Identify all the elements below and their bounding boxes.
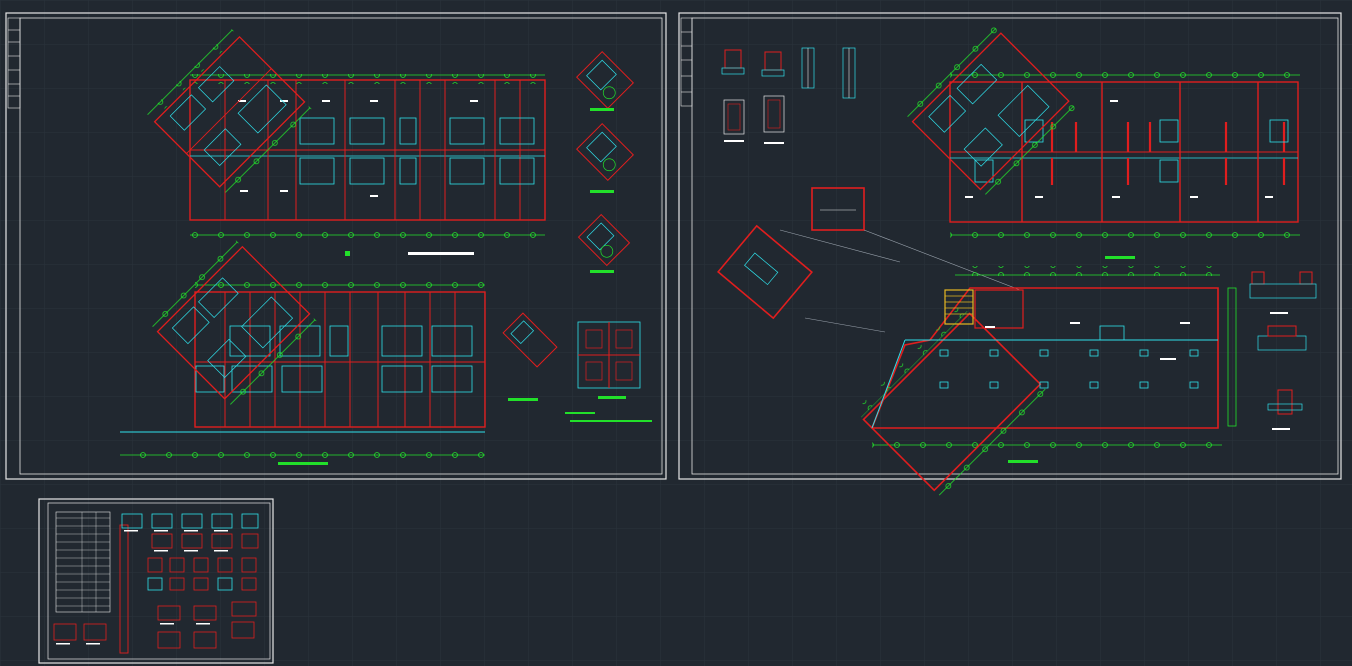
floor-plan-upper[interactable] — [146, 29, 546, 256]
plan-title-underline — [278, 462, 328, 465]
room-partitions — [224, 80, 521, 220]
ground-floor-wing — [855, 304, 1050, 500]
title-strip — [7, 17, 21, 109]
room-labels — [238, 100, 478, 197]
sheet-3[interactable] — [38, 498, 274, 664]
angled-wing-lower — [149, 238, 319, 408]
columns-grid — [939, 325, 1199, 389]
dimension-line-bottom — [120, 448, 485, 458]
sheet-inner-border — [19, 17, 663, 475]
angled-wing-b — [904, 24, 1078, 199]
sheet-inner-border — [691, 17, 1339, 475]
sheet-inner-border — [47, 502, 271, 660]
wall-section-details — [1249, 271, 1317, 430]
elevation-strip — [119, 524, 129, 654]
ground-floor-plan[interactable] — [855, 266, 1237, 500]
sheet-outer-border — [5, 12, 667, 480]
sheet-outer-border — [678, 12, 1342, 480]
plan-title-underline — [408, 252, 474, 255]
title-strip — [680, 17, 693, 107]
callout-detail — [717, 187, 1021, 333]
floor-plan-upper-b[interactable] — [904, 24, 1300, 259]
bathroom-fixtures — [195, 325, 473, 393]
dimension-line-top — [195, 278, 485, 288]
sheet-2[interactable] — [678, 12, 1342, 500]
sheet-outer-border — [38, 498, 274, 664]
plan-title-underline — [1105, 256, 1135, 259]
unit-details — [502, 51, 652, 422]
dimension-line-bottom — [950, 232, 1300, 242]
dimension-line-bottom — [190, 228, 545, 238]
detail-captions — [56, 530, 228, 645]
stair-core — [944, 289, 974, 325]
plan-title-marker — [345, 251, 350, 256]
dimension-line-bottom — [872, 440, 1222, 450]
room-partitions — [224, 292, 456, 427]
detail-thumbnails — [53, 513, 259, 649]
room-labels — [985, 322, 1190, 360]
structural-walls — [1021, 82, 1259, 222]
floor-plan-lower[interactable] — [120, 238, 486, 465]
angled-wing-upper — [146, 29, 314, 196]
section-details — [721, 47, 856, 144]
stair-treads — [945, 295, 973, 315]
dimension-line-top — [190, 74, 545, 84]
canopy-edge — [871, 339, 906, 429]
bathroom-fixtures — [299, 117, 535, 185]
sheet-1[interactable] — [5, 12, 667, 480]
dimension-line-right — [1227, 287, 1237, 427]
column-pilasters — [1050, 122, 1286, 185]
dimension-line-top — [950, 68, 1300, 78]
schedule-table — [55, 511, 111, 613]
wall-outline — [194, 291, 486, 428]
ground-floor-outline — [870, 287, 1219, 429]
lobby-room — [974, 289, 1024, 329]
plan-title-underline — [1008, 460, 1038, 463]
dimension-line-top — [955, 266, 1220, 276]
room-labels — [965, 100, 1273, 198]
